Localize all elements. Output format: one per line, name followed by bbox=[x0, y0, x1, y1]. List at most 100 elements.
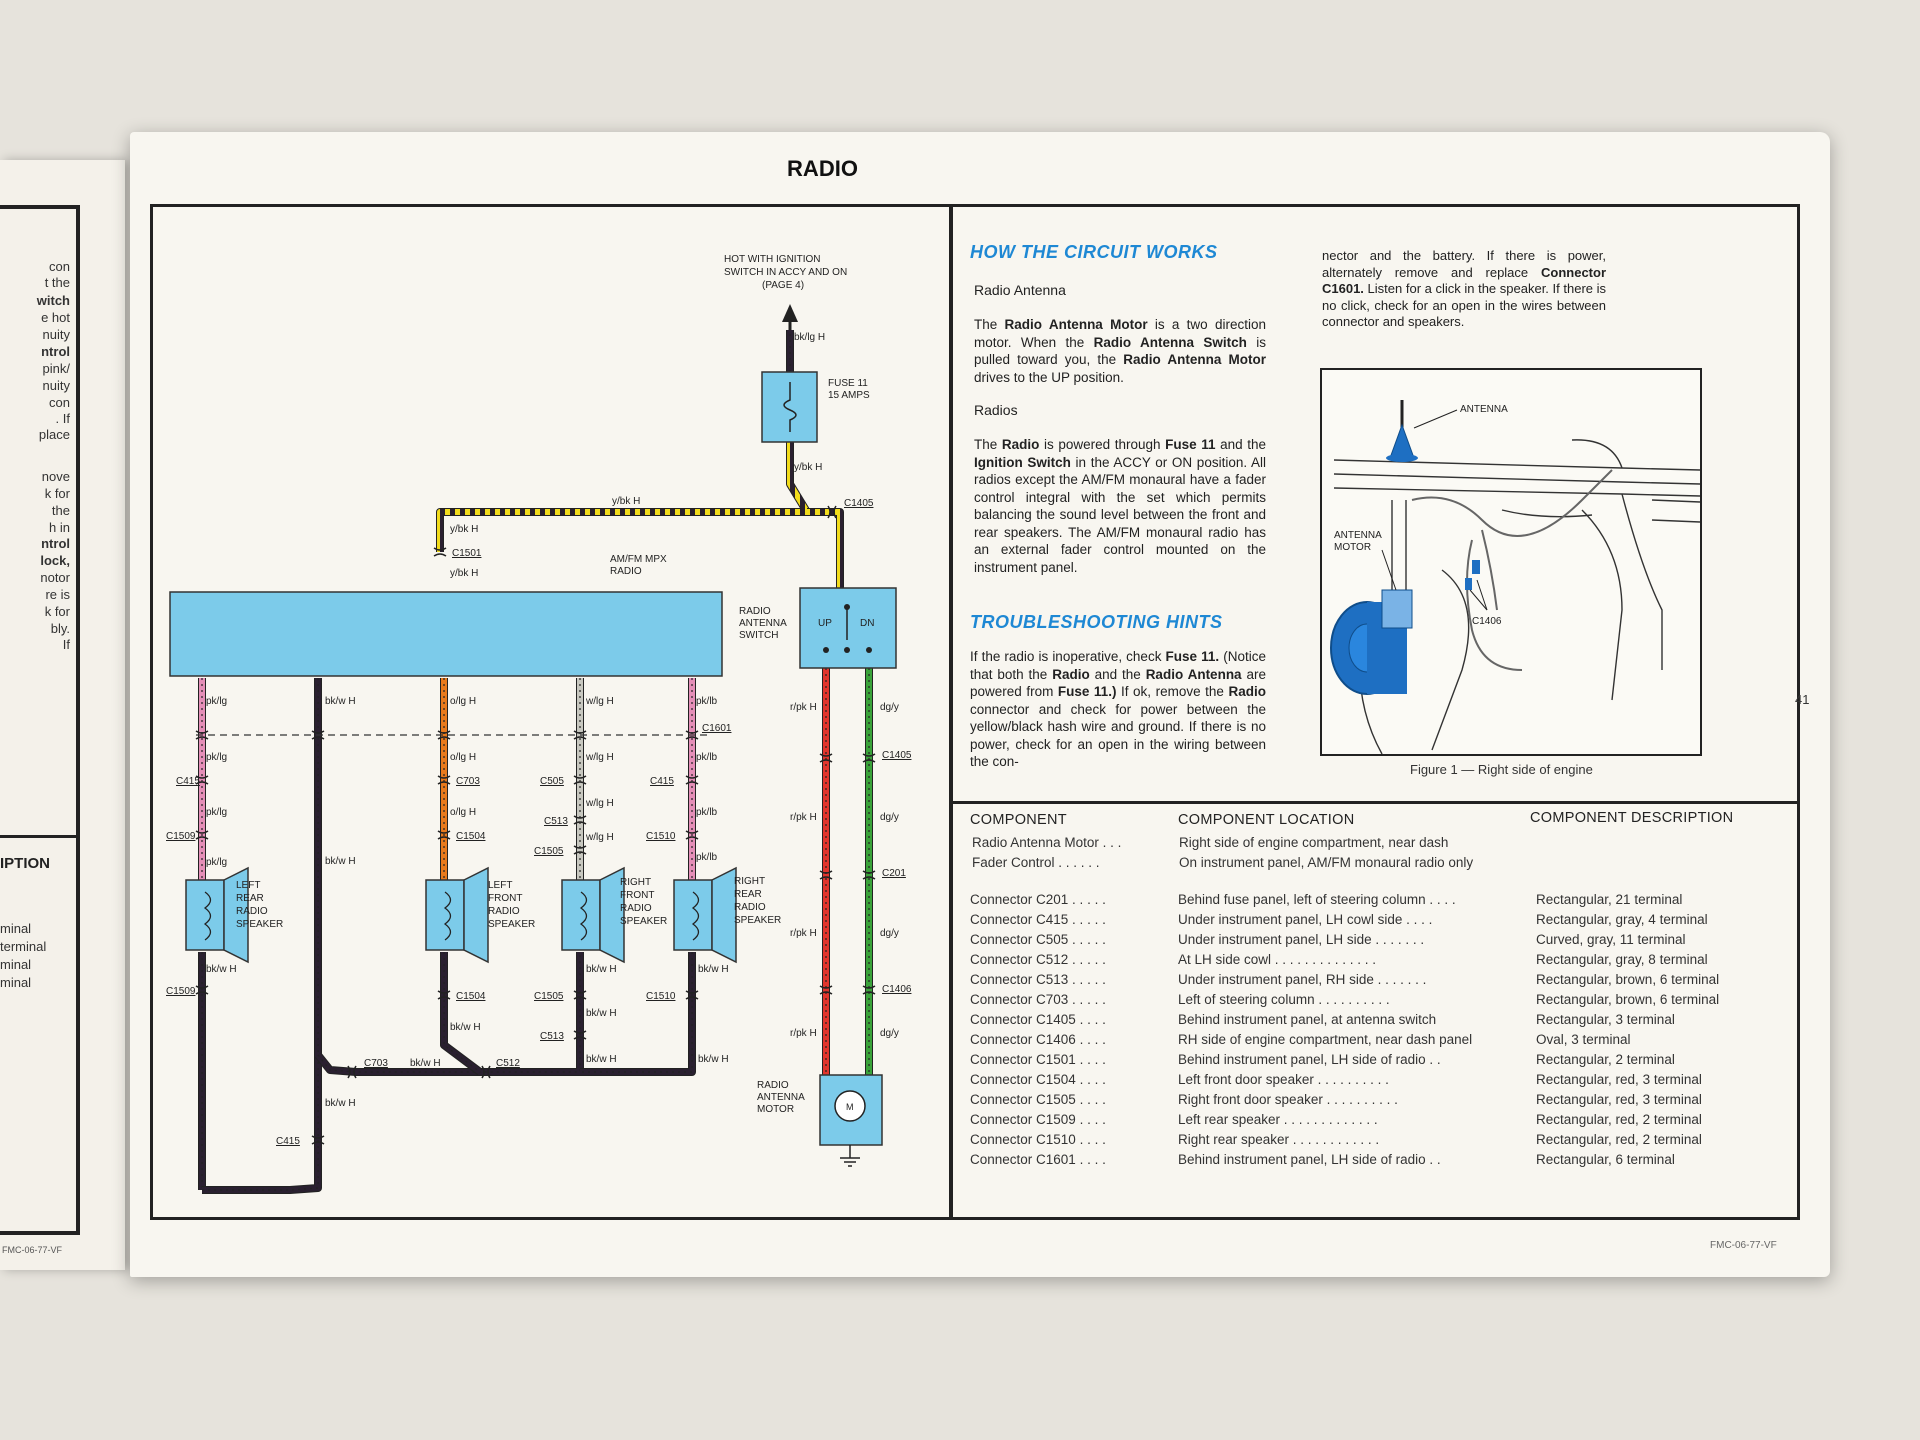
switch-up-label: UP bbox=[818, 618, 832, 629]
label-w-lg-h-2: w/lg H bbox=[585, 798, 614, 809]
connector-c1405-r-mark bbox=[819, 759, 833, 763]
label-pk-lb-1: pk/lb bbox=[696, 752, 718, 763]
connector-c201-r-mark bbox=[819, 870, 833, 874]
table-cell-description: Rectangular, 2 terminal bbox=[1536, 1052, 1675, 1067]
connector-c1601-label: C1601 bbox=[702, 723, 732, 734]
speaker-label-1-1: FRONT bbox=[488, 893, 522, 904]
fig-label-c1406: C1406 bbox=[1472, 616, 1502, 627]
figure-engine-right-side: ANTENNA ANTENNA MOTOR C1406 bbox=[1320, 368, 1702, 756]
table-cell-component: Connector C703 . . . . . bbox=[970, 992, 1106, 1007]
label-y-bk-h-3: y/bk H bbox=[450, 524, 478, 535]
table-cell-component: Fader Control . . . . . . bbox=[972, 855, 1100, 870]
table-cell-description: Rectangular, red, 3 terminal bbox=[1536, 1072, 1702, 1087]
left-page-heading: IPTION bbox=[0, 855, 51, 872]
connector-c513-bot-mark bbox=[573, 1036, 587, 1040]
label-bk-w-h-6: bk/w H bbox=[586, 1008, 617, 1019]
switch-label-line-2: SWITCH bbox=[739, 630, 778, 641]
label-y-bk-h-4: y/bk H bbox=[450, 568, 478, 579]
left-page-footer: FMC-06-77-VF bbox=[2, 1245, 63, 1255]
fuse-label-line-0: FUSE 11 bbox=[828, 378, 868, 389]
connector-c1505-top-mark bbox=[573, 851, 587, 855]
connector-c1601-lf-mark bbox=[437, 736, 451, 740]
label-bk-w-h-4: bk/w H bbox=[450, 1022, 481, 1033]
table-cell-component: Connector C1406 . . . . bbox=[970, 1032, 1106, 1047]
table-cell-location: Behind fuse panel, left of steering colu… bbox=[1178, 892, 1456, 907]
table-header-location: COMPONENT LOCATION bbox=[1178, 812, 1355, 828]
connector-c1504-top-mark bbox=[437, 836, 451, 840]
speaker-cone bbox=[223, 866, 249, 964]
label-r-pk-h-0: r/pk H bbox=[790, 702, 817, 713]
table-cell-description: Rectangular, 21 terminal bbox=[1536, 892, 1683, 907]
speaker-label-0-2: RADIO bbox=[236, 906, 268, 917]
switch-contact bbox=[823, 647, 829, 653]
connector-c1405-mark bbox=[833, 505, 837, 519]
connector-c1601-lr-mark bbox=[195, 736, 209, 740]
label-bk-w-h-5: bk/w H bbox=[586, 964, 617, 975]
antenna-paragraph: The Radio Antenna Motor is a two directi… bbox=[974, 317, 1266, 385]
speaker-label-1-2: RADIO bbox=[488, 906, 520, 917]
connector-c415-lr-mark bbox=[195, 781, 209, 785]
connector-c513-label: C513 bbox=[544, 816, 568, 827]
wire-y-bk-h-outline bbox=[436, 430, 811, 552]
motor-label-line-2: MOTOR bbox=[757, 1104, 794, 1115]
label-o-lg-h-1: o/lg H bbox=[450, 752, 476, 763]
table-cell-description: Rectangular, brown, 6 terminal bbox=[1536, 992, 1720, 1007]
wire-bk-w-h-ground bbox=[315, 952, 583, 1075]
label-y-bk-h-2: y/bk H bbox=[612, 496, 640, 507]
speaker-coil bbox=[691, 891, 700, 941]
label-bk-w-h-h: bk/w H bbox=[410, 1058, 441, 1069]
speaker-label-2-2: RADIO bbox=[620, 903, 652, 914]
left-page-fragment: place bbox=[38, 427, 70, 442]
how-heading: HOW THE CIRCUIT WORKS bbox=[970, 242, 1218, 262]
switch-contact bbox=[866, 647, 872, 653]
table-cell-location: At LH side cowl . . . . . . . . . . . . … bbox=[1178, 952, 1377, 967]
connector-c513-mark bbox=[573, 815, 587, 819]
connector-c1601-rf-mark bbox=[573, 730, 587, 734]
connector-c1509-bot-label: C1509 bbox=[166, 986, 196, 997]
label-r-pk-h-1: r/pk H bbox=[790, 812, 817, 823]
left-page-fragment: notor bbox=[40, 570, 70, 585]
connector-c415-bot-mark bbox=[311, 1141, 325, 1145]
table-cell-component: Connector C201 . . . . . bbox=[970, 892, 1106, 907]
radios-subhead: Radios bbox=[974, 402, 1018, 418]
motor-m-label: M bbox=[846, 1102, 854, 1112]
fig-label-antenna-motor-2: MOTOR bbox=[1334, 542, 1371, 553]
connector-c1509-top-mark bbox=[195, 830, 209, 834]
connector-c1505-top-label: C1505 bbox=[534, 846, 564, 857]
connector-c703-mark bbox=[437, 781, 451, 785]
label-r-pk-h-2: r/pk H bbox=[790, 928, 817, 939]
label-pk-lg-2: pk/lg bbox=[206, 807, 227, 818]
connector-c1510-bot-label: C1510 bbox=[646, 991, 676, 1002]
speaker-label-3-0: RIGHT bbox=[734, 876, 765, 887]
speaker-label-3-3: SPEAKER bbox=[734, 915, 781, 926]
left-page-fragment: con bbox=[49, 395, 70, 410]
connector-c1504-bot-mark bbox=[437, 996, 451, 1000]
table-cell-location: Under instrument panel, RH side . . . . … bbox=[1178, 972, 1427, 987]
speaker-coil bbox=[443, 891, 452, 941]
connector-c1601-bk-mark bbox=[311, 736, 325, 740]
label-bk-w-h-3: bk/w H bbox=[325, 1098, 356, 1109]
table-cell-description: Rectangular, red, 2 terminal bbox=[1536, 1132, 1702, 1147]
left-page-fragment: ntrol bbox=[41, 344, 70, 359]
connector-c1510-top-mark bbox=[685, 836, 699, 840]
fig-label-antenna-motor-1: ANTENNA bbox=[1334, 530, 1382, 541]
label-dg-y-0: dg/y bbox=[880, 702, 899, 713]
table-cell-description: Rectangular, red, 2 terminal bbox=[1536, 1112, 1702, 1127]
label-dg-y-2: dg/y bbox=[880, 928, 899, 939]
label-bk-w-h-7: bk/w H bbox=[586, 1054, 617, 1065]
motor-label-line-0: RADIO bbox=[757, 1080, 789, 1091]
connector-c415-bot-label: C415 bbox=[276, 1136, 300, 1147]
wire-y-bk-h-switch-outline bbox=[807, 508, 844, 593]
connector-c703-bot-label: C703 bbox=[364, 1058, 388, 1069]
table-cell-description: Rectangular, gray, 4 terminal bbox=[1536, 912, 1708, 927]
fig-label-antenna: ANTENNA bbox=[1460, 404, 1508, 415]
table-cell-description: Rectangular, gray, 8 terminal bbox=[1536, 952, 1708, 967]
table-cell-description: Oval, 3 terminal bbox=[1536, 1032, 1631, 1047]
switch-contact bbox=[844, 647, 850, 653]
table-cell-location: Behind instrument panel, at antenna swit… bbox=[1178, 1012, 1437, 1027]
wire-bk-w-h-ground-outline bbox=[314, 952, 584, 1076]
speaker-label-0-0: LEFT bbox=[236, 880, 260, 891]
speaker-cone bbox=[463, 866, 489, 964]
connector-c201-g-label: C201 bbox=[882, 868, 906, 879]
